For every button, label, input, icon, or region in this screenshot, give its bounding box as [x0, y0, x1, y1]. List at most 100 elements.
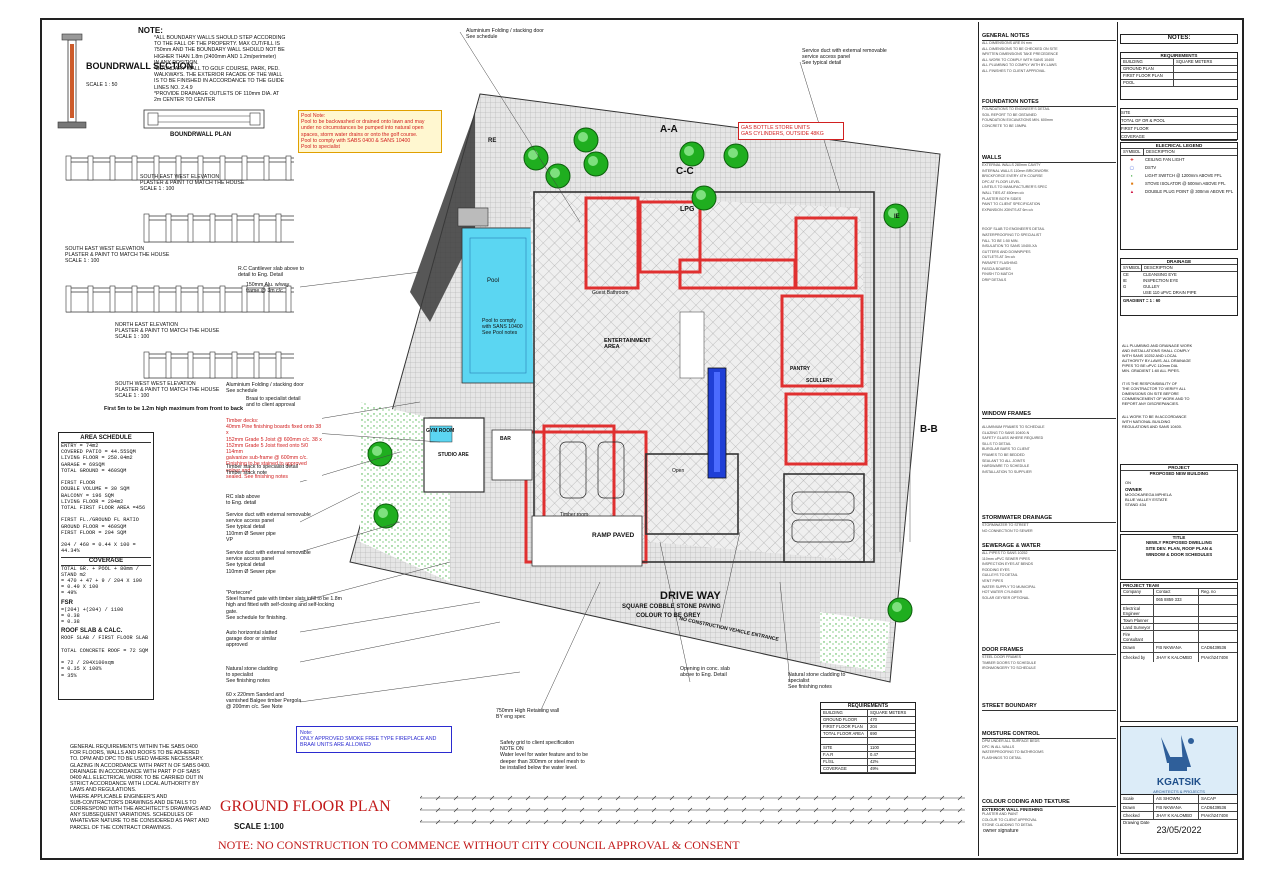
- req-title: REQUIREMENTS: [821, 703, 915, 710]
- dimension-tick: [435, 807, 441, 813]
- sewer-note-3: RODDING EYES: [982, 567, 1010, 572]
- boundary-plan-title: BOUNDRWALL PLAN: [170, 132, 232, 138]
- desc-line: IT IS THE RESPONSIBILITY OF: [1122, 382, 1178, 386]
- wall-pier: [275, 213, 282, 243]
- callout-safety-0: Safety grid to client specification: [500, 740, 575, 746]
- dimension-tick: [867, 795, 873, 801]
- bar-label: BAR: [500, 436, 511, 442]
- dimension-tick: [849, 807, 855, 813]
- elec-item: ◯DSTV: [1121, 164, 1237, 172]
- dimension-tick: [471, 795, 477, 801]
- tb-req-title: REQUIREMENTS: [1121, 53, 1237, 59]
- wall-pier: [87, 155, 94, 181]
- dimension-tick: [759, 819, 765, 825]
- callout-service1-1: service access panel: [226, 518, 275, 525]
- wall-pier: [219, 155, 226, 181]
- desc-line: MIN. GRADIENT 1:60 ALL PIPES.: [1122, 369, 1180, 373]
- sewer-note-7: HOT WATER CYLINDER: [982, 590, 1023, 595]
- elec-item: ✚CEILING FAN LIGHT: [1121, 156, 1237, 164]
- top-note-line-4: IN ANY POSITION.: [154, 59, 199, 66]
- callout-alu_folding-0: Aluminium Folding / stacking door: [226, 382, 304, 388]
- drive-way-sub2: COLOUR TO BE GREY: [636, 613, 701, 619]
- dimension-tick: [525, 795, 531, 801]
- callout-sleepers-2: @ 200mm c/c. See Note: [226, 704, 283, 711]
- roof-line-6: = 35%: [61, 672, 77, 679]
- pool-note-line-0: Pool Note:: [301, 113, 326, 119]
- area-line-10: TOTAL FIRST FLOOR AREA =456: [61, 505, 146, 512]
- wall-pier: [231, 213, 238, 243]
- dimension-tick: [885, 819, 891, 825]
- dimension-tick: [885, 807, 891, 813]
- tree-highlight: [892, 602, 902, 612]
- desc-line: REPORT ANY DISCREPANCIES.: [1122, 402, 1180, 406]
- elec-desc: DOUBLE PLUG POINT @ 300mm ABOVE FFL: [1145, 189, 1234, 194]
- wall-pier: [209, 213, 216, 243]
- boundary-first-note: First 5m to be 1.2m high maximum from fr…: [104, 406, 244, 412]
- boundary-section-title: BOUNDRWALL SECTION: [86, 61, 194, 71]
- drawn2-name: P.B NKWANA: [1154, 804, 1199, 811]
- owner-line-0: MOGOKAREGA MPHELA: [1125, 492, 1172, 497]
- checked2-row: Checked JHAY K KALOMBO PrArch247408: [1121, 812, 1237, 820]
- exterior-note-1: COLOUR TO CLIENT APPROVAL: [982, 817, 1037, 822]
- roof-note-4: GUTTERS AND DOWNPIPES: [982, 249, 1031, 254]
- general-req-line-10: CORRESPOND WITH THE ARCHITECT'S DRAWINGS…: [70, 806, 211, 813]
- callout-porte-cochere: "Portecore"Steel framed gate with timber…: [226, 590, 346, 621]
- tree-highlight: [888, 208, 898, 218]
- top-note-line-9: *PROVIDE DRAINAGE OUTLETS OF 110mm DIA. …: [154, 90, 280, 97]
- dimension-tick: [723, 795, 729, 801]
- callout-timber_deck-5: Finishing to be stained to approved colo…: [226, 461, 307, 474]
- dimension-tick: [633, 807, 639, 813]
- wall-pier: [263, 155, 270, 181]
- elev-sw-scale: SCALE 1 : 100: [115, 393, 150, 400]
- tb-req-label: BUILDING: [1121, 59, 1174, 65]
- callout-sleepers-1: varnished Balgee timber Pergola: [226, 698, 302, 705]
- tb-small-row: TOTAL GF OR & POOL: [1121, 117, 1237, 125]
- req-cell-value: 470: [870, 717, 877, 722]
- boundary-section-scale: SCALE 1 : 50: [86, 82, 118, 88]
- door-title: DOOR FRAMES: [982, 646, 1116, 655]
- elec-title: ELECRICAL LEGEND: [1121, 143, 1237, 149]
- dimension-tick: [435, 819, 441, 825]
- moisture-title: MOISTURE CONTROL: [982, 730, 1116, 739]
- sewer-note-5: VENT PIPES: [982, 578, 1004, 583]
- dimension-tick: [579, 795, 585, 801]
- roof-line-2: TOTAL CONCRETE ROOF = 72 SQM: [61, 647, 149, 654]
- general-req-line-13: PARCEL OF THE CONTRACT DRAWINGS.: [70, 824, 172, 831]
- elec-symbol-icon: ▲: [1129, 189, 1135, 194]
- callout-porte-3: See schedule for finishing.: [226, 614, 287, 621]
- area-line-12: FIRST FL./GROUND FL RATIO: [61, 517, 139, 524]
- colour-title: COLOUR CODING AND TEXTURE: [982, 798, 1116, 807]
- leader-line: [300, 271, 421, 288]
- dimension-tick: [561, 819, 567, 825]
- door-note-1: TIMBER DOORS TO SCHEDULE: [982, 660, 1037, 665]
- re-label: RE: [488, 138, 497, 144]
- callout-timber_deck-4: galvanize sub-frame @ 600mm c/c.: [226, 455, 308, 462]
- elev-se-label: SOUTH EAST WEST ELEVATION: [140, 174, 220, 180]
- door-note-0: STEEL DOOR FRAMES: [982, 655, 1022, 659]
- project-name: PROPOSED NEW BUILDING: [1149, 471, 1209, 476]
- checked2-reg: PrArch247408: [1201, 813, 1228, 818]
- callout-braai-1: and to client approval: [246, 402, 296, 409]
- ramp-label: RAMP PAVED: [592, 532, 635, 539]
- title-line-2: WINDOW & DOOR SCHEDULES: [1145, 552, 1213, 557]
- coverage-title: COVERAGE: [61, 556, 151, 566]
- req-cell-label: F.A.R: [821, 752, 868, 758]
- area-line-4: TOTAL GROUND = 460SQM: [61, 467, 127, 474]
- timber-room-label: Timber room: [560, 512, 589, 518]
- callout-porte-0: "Portecore": [226, 590, 253, 596]
- walls-note-4: LINTELS TO MANUFACTURER'S SPEC: [982, 185, 1048, 190]
- garage-cars: [559, 441, 855, 543]
- req-cell-label: GROUND FLOOR: [821, 717, 868, 723]
- area-schedule-title: AREA SCHEDULE: [61, 435, 151, 443]
